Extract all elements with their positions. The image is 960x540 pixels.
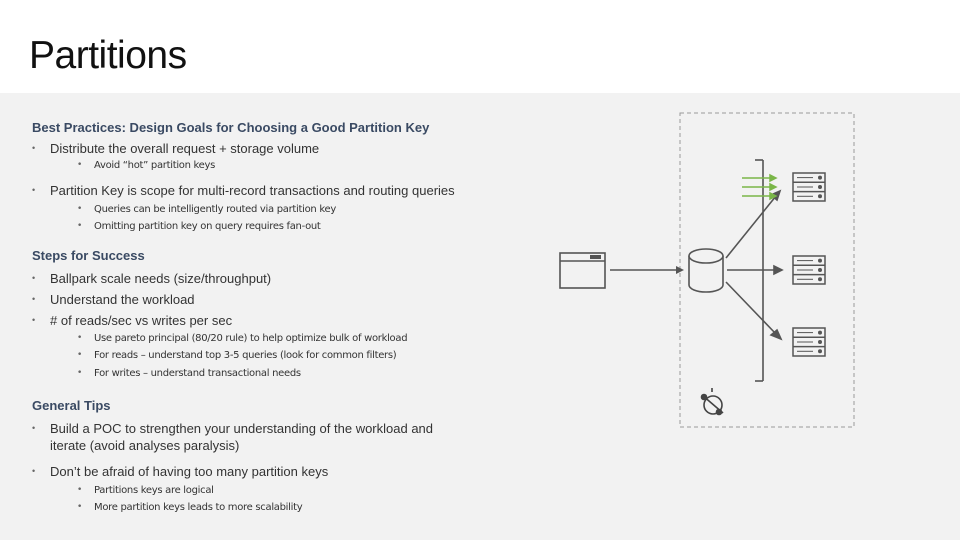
browser-window-icon xyxy=(559,252,606,289)
fanout-arrows xyxy=(725,189,784,341)
section-heading-general-tips: General Tips xyxy=(32,398,111,413)
server-bracket xyxy=(755,159,764,382)
database-cylinder-icon xyxy=(688,248,724,293)
server-rack-icon xyxy=(792,172,826,202)
dashed-container xyxy=(679,112,855,428)
routing-arrows-green xyxy=(742,173,778,201)
section-heading-steps: Steps for Success xyxy=(32,248,145,263)
title-band xyxy=(0,0,960,93)
arrow-client-to-db xyxy=(610,266,684,274)
section-heading-best-practices: Best Practices: Design Goals for Choosin… xyxy=(32,120,430,135)
server-rack-icon xyxy=(792,255,826,285)
page-title: Partitions xyxy=(29,34,187,77)
server-rack-icon xyxy=(792,327,826,357)
satellite-orbit-icon xyxy=(700,388,724,416)
